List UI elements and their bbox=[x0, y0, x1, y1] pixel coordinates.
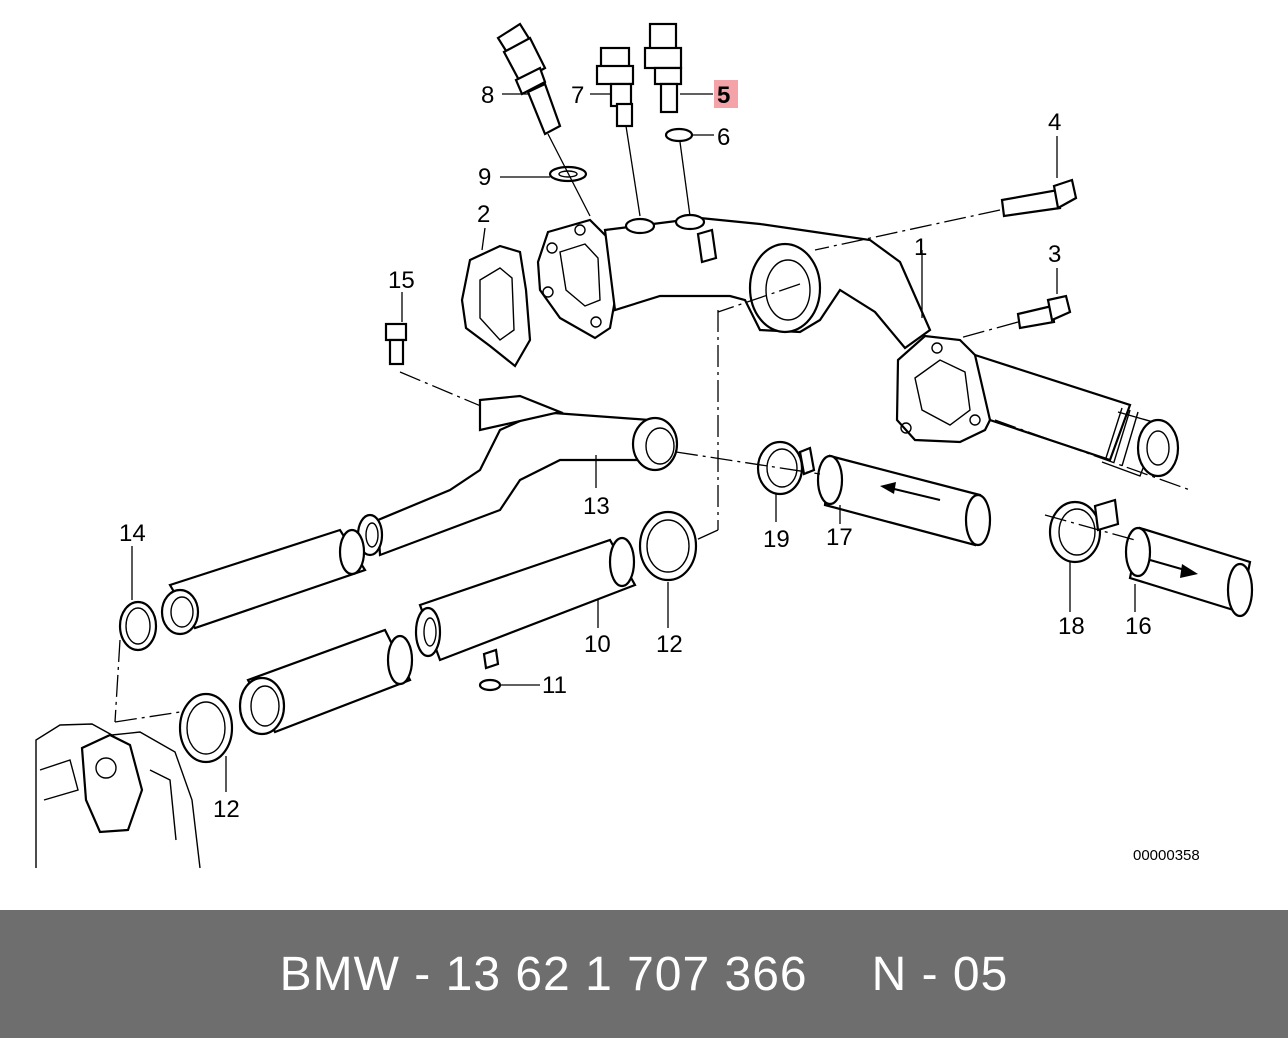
label-5: 5 bbox=[717, 82, 730, 109]
label-3: 3 bbox=[1048, 241, 1061, 268]
label-6: 6 bbox=[717, 124, 730, 151]
diagram-code: 00000358 bbox=[1133, 847, 1200, 864]
clamp-19 bbox=[756, 440, 816, 496]
pipe-lower bbox=[238, 628, 414, 736]
ring-12-upper bbox=[638, 510, 698, 582]
bolt-15 bbox=[384, 322, 408, 366]
label-10: 10 bbox=[584, 631, 611, 658]
position-code: N - 05 bbox=[871, 947, 1009, 1001]
ring-12-lower bbox=[178, 692, 234, 764]
label-15: 15 bbox=[388, 267, 415, 294]
label-9: 9 bbox=[478, 164, 491, 191]
label-16: 16 bbox=[1125, 613, 1152, 640]
part-number: BMW - 13 62 1 707 366 bbox=[279, 947, 808, 1001]
highlight-box bbox=[714, 80, 738, 108]
label-17: 17 bbox=[826, 524, 853, 551]
sensor-5 bbox=[643, 22, 683, 114]
parts-diagram: 8 7 5 6 9 2 4 1 3 15 13 14 19 17 10 12 1… bbox=[35, 22, 1254, 869]
label-1: 1 bbox=[914, 234, 927, 261]
label-19: 19 bbox=[763, 526, 790, 553]
label-8: 8 bbox=[481, 82, 494, 109]
sensor-7 bbox=[595, 46, 635, 128]
engine-block-outline bbox=[35, 723, 201, 869]
label-18: 18 bbox=[1058, 613, 1085, 640]
washer-6 bbox=[664, 127, 694, 143]
pipe-13 bbox=[356, 394, 679, 557]
bolt-4 bbox=[1000, 178, 1078, 218]
sensor-8 bbox=[496, 22, 562, 136]
label-14: 14 bbox=[119, 520, 146, 547]
label-12-upper: 12 bbox=[656, 631, 683, 658]
clamp-18 bbox=[1048, 498, 1120, 564]
label-7: 7 bbox=[571, 82, 584, 109]
pipe-14 bbox=[160, 528, 367, 636]
pipe-10 bbox=[414, 536, 637, 670]
coolant-manifold bbox=[536, 213, 1180, 478]
label-2: 2 bbox=[477, 201, 490, 228]
hose-16 bbox=[1124, 526, 1254, 618]
label-13: 13 bbox=[583, 493, 610, 520]
label-11: 11 bbox=[542, 672, 567, 699]
hose-17 bbox=[816, 454, 992, 547]
gasket-2 bbox=[460, 244, 532, 368]
label-4: 4 bbox=[1048, 109, 1061, 136]
label-12-lower: 12 bbox=[213, 796, 240, 823]
footer-bar: BMW - 13 62 1 707 366 N - 05 bbox=[0, 910, 1288, 1038]
bolt-3 bbox=[1016, 294, 1072, 330]
washer-11 bbox=[478, 678, 502, 692]
